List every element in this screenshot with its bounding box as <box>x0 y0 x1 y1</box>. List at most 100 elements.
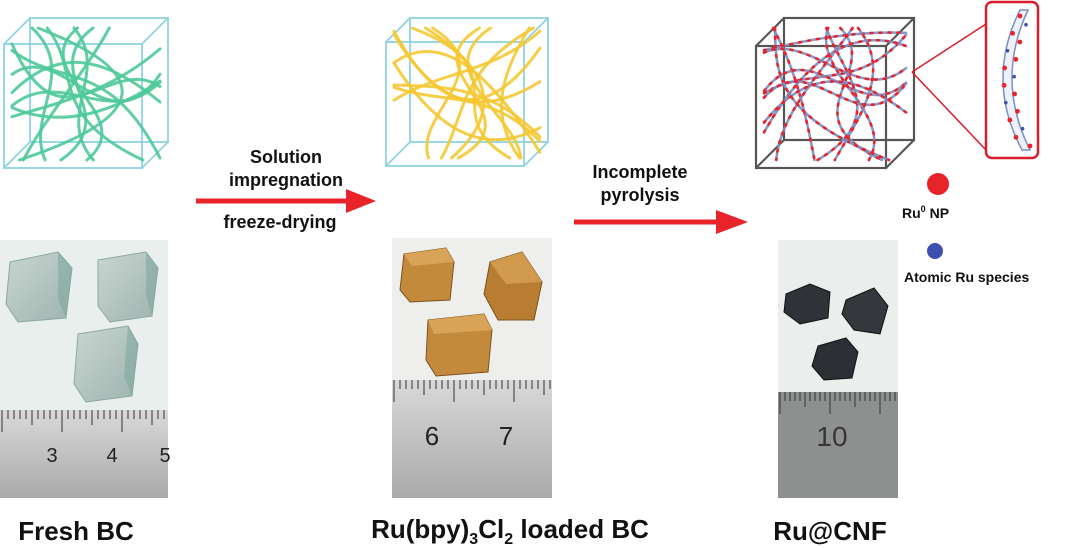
fiber-strand <box>10 79 162 119</box>
fiber-strand <box>425 26 462 160</box>
zoom-ru-np-dot <box>1001 82 1007 88</box>
fiber-strand <box>10 49 162 160</box>
fiber-strand <box>30 26 54 162</box>
ruler-1-number-5: 5 <box>159 445 170 467</box>
fiber-strand <box>773 26 891 162</box>
fiber-strand <box>410 26 512 160</box>
fiber-ru-np-dots <box>816 26 859 162</box>
cube-edge <box>885 139 915 169</box>
fresh-bc-photo: 3 4 5 <box>0 240 171 498</box>
zoom-atomic-dot <box>1020 126 1025 131</box>
fresh-bc-fibers <box>10 26 162 162</box>
zoom-ru-np-dot <box>1007 117 1013 123</box>
fiber-strand <box>72 26 95 162</box>
fiber-strand <box>392 61 542 142</box>
cube-edge <box>141 141 169 169</box>
fiber-ru-np-dots <box>762 47 908 81</box>
zoom-ru-np-dot <box>1013 56 1019 62</box>
loaded-bc-label-tail: loaded BC <box>513 514 649 544</box>
fiber-ru-np-dots <box>771 26 816 162</box>
loaded-bc-label-mid: Cl <box>478 514 504 544</box>
zoom-line-bottom <box>911 71 987 151</box>
gel-cube-1 <box>5 251 73 323</box>
step-2-line-1: Incomplete <box>592 162 687 182</box>
loaded-bc-label-main: Ru(bpy) <box>371 514 469 544</box>
loaded-bc-fibers <box>392 26 542 160</box>
fiber-ru-np-dots <box>824 26 876 162</box>
fiber-strand <box>500 26 531 160</box>
cube-edge <box>385 141 411 167</box>
ruler-2-number-6: 6 <box>425 421 439 451</box>
orange-cube-3 <box>425 313 493 377</box>
fresh-bc-label: Fresh BC <box>18 516 134 546</box>
ruler-1-number-4: 4 <box>106 445 117 467</box>
ru-np-label-tail: NP <box>926 205 949 221</box>
orange-cube-2 <box>483 251 543 321</box>
fiber-ru-np-dots <box>762 68 908 97</box>
arrow-step-1 <box>196 189 376 213</box>
ru-cnf-cube <box>754 16 916 170</box>
fiber-strand <box>392 29 542 101</box>
fiber-ru-np-dots <box>762 31 908 52</box>
ru-cnf-fibers <box>762 26 908 162</box>
cube-edge <box>385 17 411 43</box>
black-piece-3 <box>811 337 859 381</box>
zoom-atomic-dot <box>1005 48 1010 53</box>
fiber-strand <box>45 26 145 162</box>
ru-np-label-main: Ru <box>902 205 921 221</box>
loaded-bc-cube <box>385 17 549 167</box>
ruler-2-number-7: 7 <box>499 421 513 451</box>
zoom-fiber <box>1002 9 1032 151</box>
ru-np-label-sup: 0 <box>921 204 926 214</box>
step-2-line-2: pyrolysis <box>600 185 679 205</box>
fiber-strand <box>10 42 162 99</box>
zoom-dots <box>1001 13 1033 149</box>
cube-edge <box>523 17 549 43</box>
zoom-ru-np-dot <box>1002 65 1007 71</box>
zoom-inset <box>911 0 1040 160</box>
ruler-3 <box>778 392 898 498</box>
cube-edge <box>3 141 31 169</box>
black-piece-2 <box>841 287 889 335</box>
loaded-bc-label-sub1: 3 <box>469 531 478 548</box>
step-1-line-3: freeze-drying <box>223 212 336 232</box>
loaded-bc-photo: 6 7 <box>392 238 552 498</box>
ru-np-marker <box>927 173 949 195</box>
arrow-2-head <box>716 210 748 234</box>
zoom-ru-np-dot <box>1013 134 1019 140</box>
black-piece-1 <box>783 283 831 325</box>
zoom-ru-np-dot <box>1017 13 1023 19</box>
cube-edge <box>755 17 785 47</box>
fiber-strand <box>59 26 95 162</box>
zoom-atomic-dot <box>1024 22 1028 27</box>
legend: Ru0 NP Atomic Ru species <box>902 173 1029 285</box>
fresh-bc-cube <box>3 17 169 169</box>
loaded-bc-label-sub2: 2 <box>504 531 513 548</box>
zoom-ru-np-dot <box>1012 91 1017 97</box>
zoom-atomic-dot <box>1004 100 1008 105</box>
atomic-ru-marker <box>927 243 943 259</box>
cube-edge <box>3 17 31 45</box>
ruler-2-ticks <box>393 380 551 402</box>
fiber-strand <box>10 60 162 104</box>
step-1-line-1: Solution <box>250 147 322 167</box>
gel-cube-3 <box>73 325 139 403</box>
zoom-ru-np-dot <box>1017 39 1023 45</box>
zoom-ru-np-dot <box>1015 108 1020 114</box>
cube-edge <box>141 17 169 45</box>
cube-edge <box>523 141 549 167</box>
step-1-line-2: impregnation <box>229 170 343 190</box>
arrow-step-2 <box>574 210 748 234</box>
fiber-strand <box>423 26 486 160</box>
cube-front-face <box>385 41 525 167</box>
ruler-1 <box>0 410 168 498</box>
ru-cnf-photo: 10 <box>778 240 898 498</box>
zoom-atomic-dot <box>1012 74 1016 79</box>
ru-np-label: Ru0 NP <box>902 204 949 221</box>
zoom-ru-np-dot <box>1027 143 1033 149</box>
ruler-3-number-10: 10 <box>816 421 847 452</box>
ruler-1-number-3: 3 <box>46 445 57 467</box>
fiber-ru-np-dots <box>775 26 854 162</box>
fiber-ru-np-dots <box>833 26 875 162</box>
zoom-line-top <box>911 23 987 73</box>
